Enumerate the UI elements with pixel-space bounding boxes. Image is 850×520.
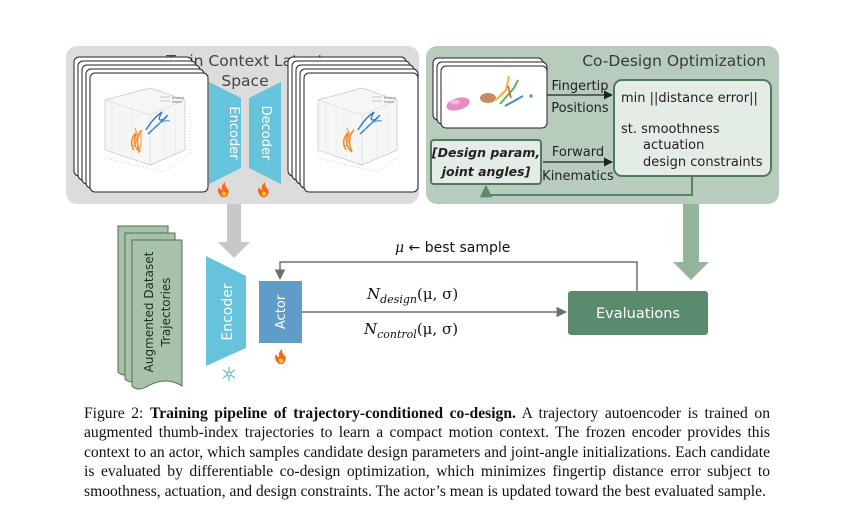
encoder-frozen-snowflake-icon xyxy=(222,367,236,381)
reconstructed-trajectory-plot-stack: thumb index xyxy=(287,56,419,193)
context-decoder-block xyxy=(249,82,281,184)
input-plot-legend-index: index xyxy=(172,100,183,104)
design-param-line1: [Design param, xyxy=(431,145,540,160)
decoder-trainable-fire-icon xyxy=(258,182,269,197)
caption-bold-title: Training pipeline of trajectory-conditio… xyxy=(149,405,516,422)
output-plot-legend-index: index xyxy=(384,100,395,104)
codesign-to-evaluations-arrow xyxy=(673,204,709,280)
n-design-label: Ndesign(μ, σ) xyxy=(366,285,458,306)
frozen-encoder-block xyxy=(206,256,246,366)
evaluations-label: Evaluations xyxy=(596,306,680,322)
input-trajectory-3d-plot: thumb index xyxy=(104,87,191,173)
context-encoder-block xyxy=(209,82,241,184)
best-sample-feedback-arrow xyxy=(274,261,638,291)
context-to-encoder-arrow xyxy=(218,204,250,258)
forward-label-line2: Kinematics xyxy=(542,169,614,184)
context-encoder-label: Encoder xyxy=(226,106,241,160)
caption-figure-label: Figure 2: xyxy=(84,405,144,422)
caption-body: A trajectory autoencoder is trained on a… xyxy=(84,405,770,500)
input-trajectory-plot-stack: thumb index xyxy=(73,56,209,193)
subject-to-text: st. smoothness xyxy=(621,122,720,137)
augmented-dataset-stack xyxy=(117,225,183,390)
context-panel-title-line2: Space xyxy=(221,72,268,90)
codesign-panel-title: Co-Design Optimization xyxy=(582,52,766,70)
constraint-actuation: actuation xyxy=(643,138,704,153)
constraint-design: design constraints xyxy=(643,155,763,170)
hand-render-image xyxy=(446,75,533,111)
output-plot-legend-thumb: thumb xyxy=(384,96,396,100)
best-sample-label: μ ← best sample xyxy=(395,240,510,256)
encoder-trainable-fire-icon xyxy=(218,182,229,197)
fingertip-label-line1: Fingertip xyxy=(552,79,609,94)
fingertip-label-line2: Positions xyxy=(551,101,609,116)
dataset-label-line1: Augmented Dataset xyxy=(142,251,156,372)
fingertip-render-stack xyxy=(432,57,548,129)
context-decoder-label: Decoder xyxy=(258,106,273,161)
design-param-line2: joint angles] xyxy=(440,164,531,179)
forward-label-line1: Forward xyxy=(552,145,604,160)
actor-trainable-fire-icon xyxy=(275,349,286,364)
input-plot-legend-thumb: thumb xyxy=(172,96,184,100)
actor-label: Actor xyxy=(274,294,289,329)
dataset-label-line2: Trajectories xyxy=(159,277,173,347)
reconstructed-trajectory-3d-plot: thumb index xyxy=(317,87,401,173)
pipeline-diagram: Train Context Latent Space thumb index E… xyxy=(66,46,779,390)
design-param-box xyxy=(430,139,542,185)
figure-caption: Figure 2: Training pipeline of trajector… xyxy=(84,404,770,501)
actor-block xyxy=(259,281,302,343)
n-control-label: Ncontrol(μ, σ) xyxy=(363,320,458,341)
context-panel-title-line1: Train Context Latent xyxy=(165,52,323,70)
frozen-encoder-label: Encoder xyxy=(220,283,236,340)
objective-text: min ||distance error|| xyxy=(621,91,758,106)
evaluations-box xyxy=(568,291,708,335)
optimization-feedback-loop xyxy=(479,176,693,198)
